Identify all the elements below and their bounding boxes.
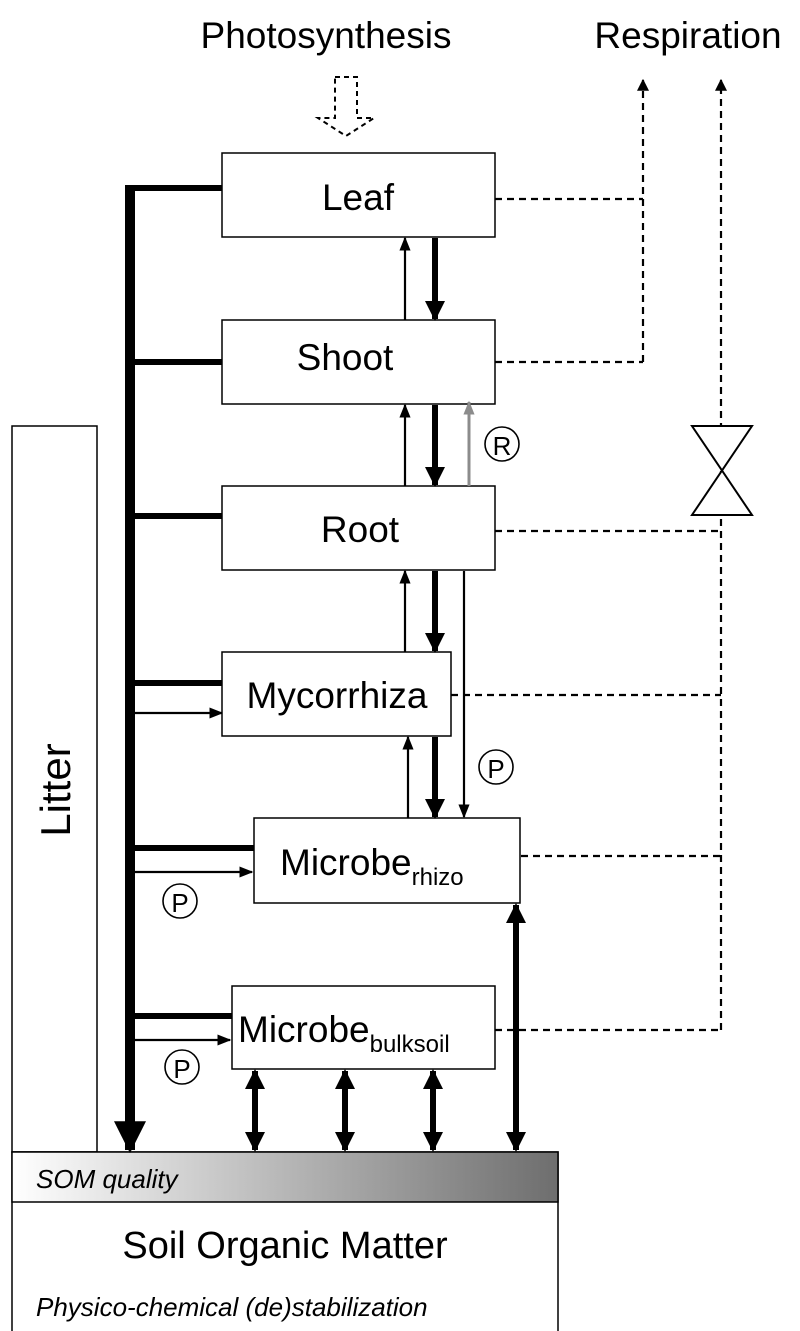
leaf-pool-label: Leaf	[322, 177, 395, 218]
som-quality-label: SOM quality	[36, 1164, 180, 1194]
microbe-bulksoil-pool-label: Microbebulksoil	[238, 1009, 450, 1058]
priming-marker-rhizo: P	[162, 883, 198, 919]
photosynthesis-input-arrow	[314, 76, 378, 138]
photosynthesis-label: Photosynthesis	[201, 15, 452, 56]
leaf-pool-box	[221, 152, 496, 238]
microbe-bulksoil-pool-box	[231, 985, 496, 1070]
priming-marker-bulksoil-label: P	[173, 1054, 190, 1084]
microbe-bulksoil-main-label: Microbe	[238, 1009, 370, 1050]
priming-marker-bulksoil: P	[164, 1049, 200, 1085]
root-pool-label: Root	[321, 509, 400, 550]
microbe-rhizo-pool-label: Microberhizo	[280, 842, 464, 891]
mycorrhiza-pool-box	[221, 651, 452, 737]
regulation-marker-label: R	[493, 431, 512, 461]
soil-organic-matter-title: Soil Organic Matter	[122, 1225, 448, 1267]
priming-marker-root-label: P	[487, 754, 504, 784]
litter-column	[11, 425, 98, 1153]
som-quality-gradient-bar	[11, 1151, 559, 1203]
respiration-label: Respiration	[594, 15, 781, 56]
shoot-pool-box	[221, 319, 496, 405]
regulation-marker: R	[484, 426, 520, 462]
root-pool-box	[221, 485, 496, 571]
destabilization-subtitle: Physico-chemical (de)stabilization	[36, 1292, 428, 1322]
microbe-rhizo-subscript: rhizo	[412, 864, 464, 891]
priming-marker-rhizo-label: P	[171, 888, 188, 918]
microbe-rhizo-pool-box	[253, 817, 521, 904]
microbe-rhizo-main-label: Microbe	[280, 842, 412, 883]
valve-icon	[690, 425, 754, 516]
microbe-bulksoil-subscript: bulksoil	[370, 1031, 450, 1058]
mycorrhiza-pool-label: Mycorrhiza	[247, 675, 428, 716]
litter-label: Litter	[32, 743, 79, 836]
shoot-pool-label: Shoot	[297, 337, 394, 378]
priming-marker-root: P	[478, 749, 514, 785]
